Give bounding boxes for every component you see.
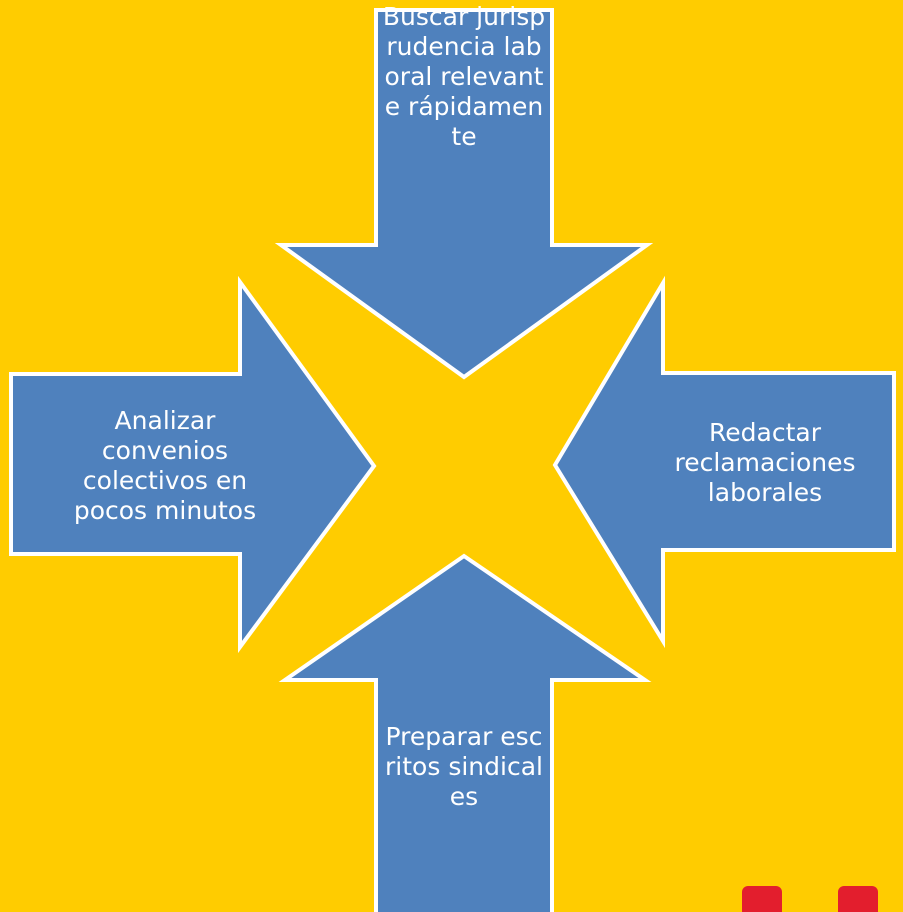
logo-block-left — [742, 886, 782, 912]
arrow-right-label: Redactar reclamaciones laborales — [640, 378, 890, 548]
arrow-bottom-text: Preparar escritos sindicales — [385, 722, 543, 811]
arrow-left — [9, 275, 377, 654]
arrow-bottom — [278, 553, 652, 912]
arrow-right — [552, 275, 896, 649]
arrow-top — [274, 8, 654, 380]
arrow-left-text: Analizar convenios colectivos en pocos m… — [73, 406, 257, 525]
arrow-left-label: Analizar convenios colectivos en pocos m… — [48, 381, 282, 551]
logo-block-right — [838, 886, 878, 912]
arrow-bottom-label: Preparar escritos sindicales — [382, 682, 546, 852]
arrow-top-label: Buscar jurisprudencia laboral relevante … — [382, 0, 546, 320]
arrow-right-text: Redactar reclamaciones laborales — [674, 418, 856, 507]
arrow-top-text: Buscar jurisprudencia laboral relevante … — [382, 2, 546, 151]
